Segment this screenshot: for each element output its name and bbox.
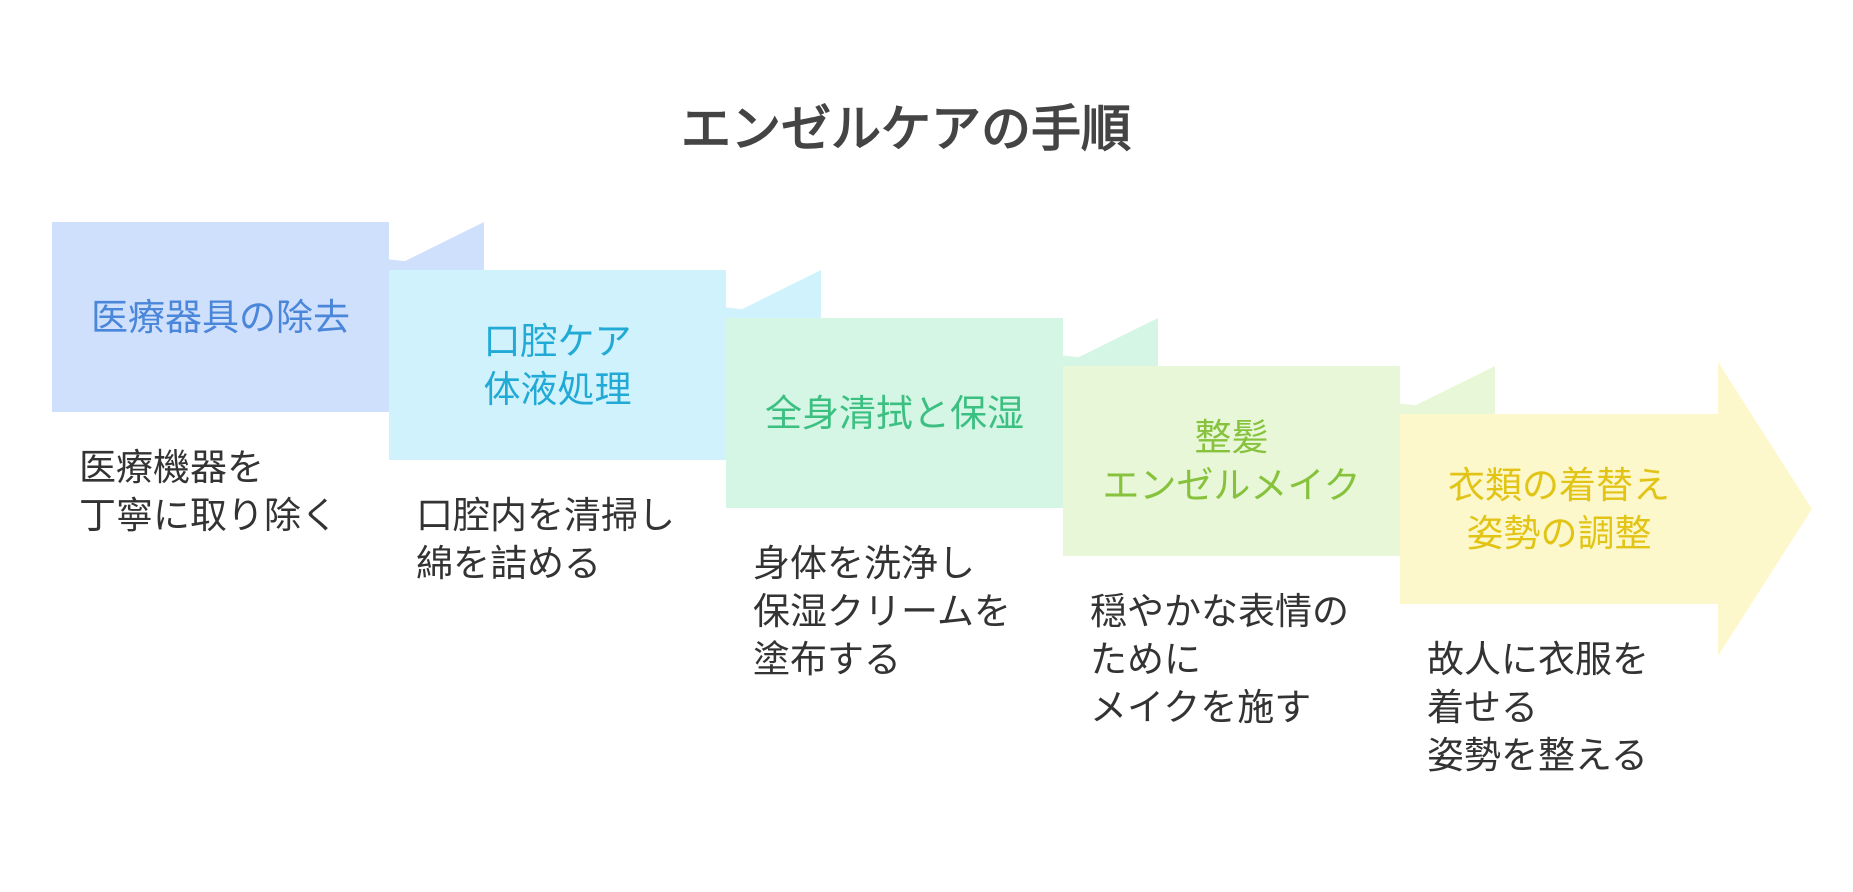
- step-label: 口腔ケア: [484, 320, 632, 363]
- step-panel: [52, 222, 389, 412]
- step-description-line: 着せる: [1427, 686, 1538, 729]
- step-fold: [724, 270, 821, 318]
- step-description-line: 故人に衣服を: [1427, 638, 1649, 681]
- step-panel: [726, 318, 1063, 508]
- step-label: 整髪: [1195, 416, 1269, 459]
- step-label: 体液処理: [484, 368, 632, 411]
- step-label: 姿勢の調整: [1467, 512, 1652, 555]
- step-description-line: 姿勢を整える: [1427, 734, 1648, 777]
- step-label: 全身清拭と保湿: [765, 392, 1024, 435]
- process-steps: 衣類の着替え姿勢の調整故人に衣服を着せる姿勢を整える整髪エンゼルメイク穏やかな表…: [52, 222, 1812, 777]
- step-description-line: 穏やかな表情の: [1090, 590, 1349, 633]
- step-description-line: メイクを施す: [1090, 686, 1311, 729]
- step-description-line: 口腔内を清掃し: [416, 494, 675, 537]
- step-fold: [1061, 318, 1158, 366]
- step-description-line: 保湿クリームを: [753, 590, 1011, 633]
- diagram-title: エンゼルケアの手順: [681, 100, 1131, 158]
- step-description-line: ために: [1090, 638, 1201, 681]
- step-description-line: 綿を詰める: [416, 542, 601, 585]
- step-description-line: 塗布する: [753, 638, 901, 681]
- step-arrow-panel: [1400, 362, 1812, 656]
- step-fold: [387, 222, 484, 270]
- step-panel: [1063, 366, 1400, 556]
- step-label: 衣類の着替え: [1448, 464, 1670, 507]
- step-label: 医療器具の除去: [91, 296, 350, 339]
- step-description-line: 身体を洗浄し: [753, 542, 975, 585]
- step-description-line: 丁寧に取り除く: [79, 494, 338, 537]
- step-fold: [1398, 366, 1495, 414]
- step-description-line: 医療機器を: [79, 446, 264, 489]
- step-label: エンゼルメイク: [1102, 464, 1360, 507]
- step-panel: [389, 270, 726, 460]
